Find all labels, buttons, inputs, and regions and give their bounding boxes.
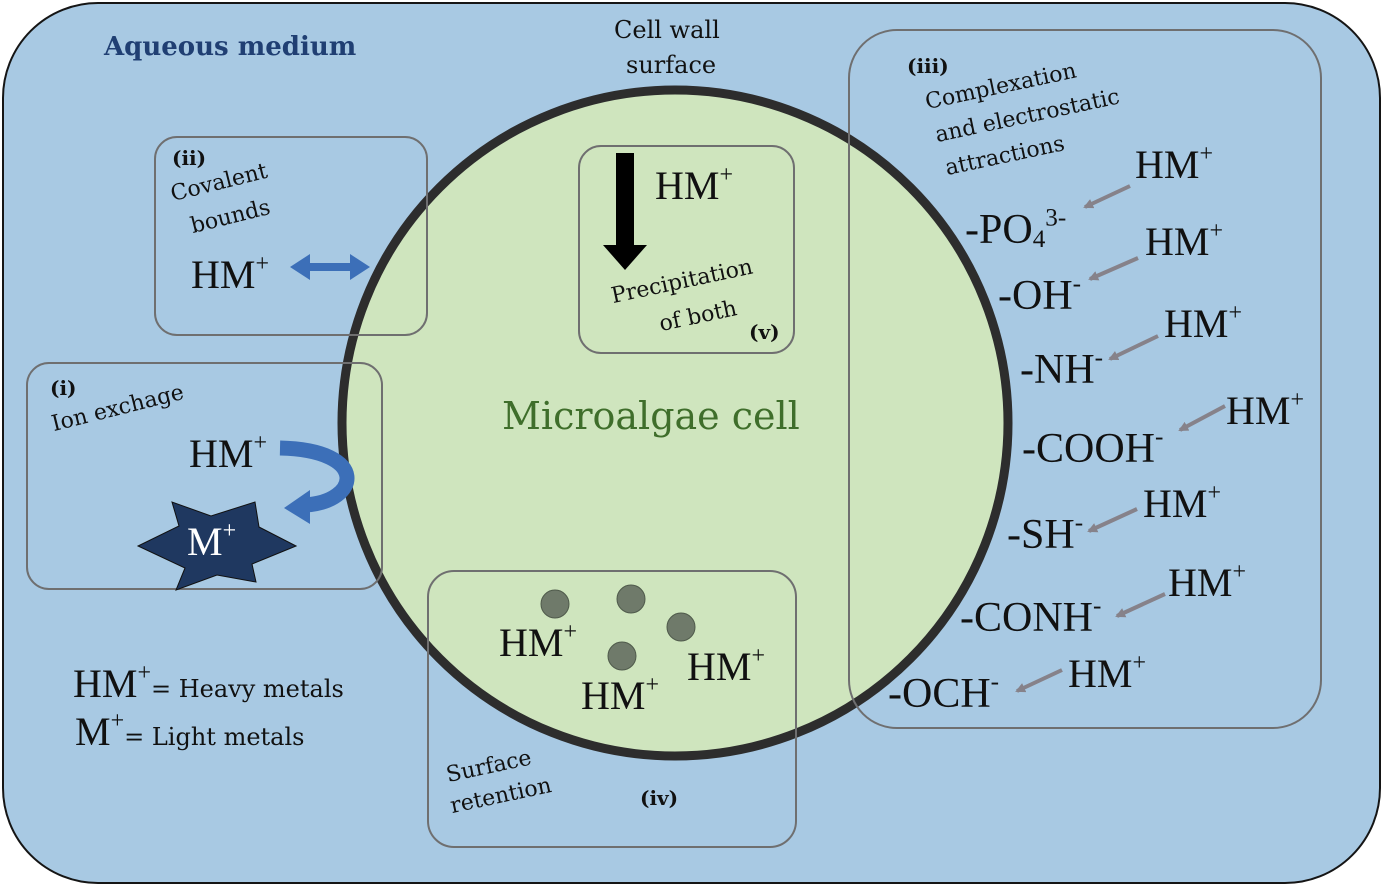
legend-heavy-metals: HM+= Heavy metals bbox=[73, 660, 344, 706]
light-metal-ion: M+ bbox=[187, 518, 237, 564]
retained-metal-dot bbox=[666, 612, 696, 642]
heavy-metal-ion: HM+ bbox=[191, 251, 269, 297]
complexation-box bbox=[848, 29, 1322, 729]
microalgae-cell bbox=[337, 85, 1013, 761]
heavy-metal-ion: HM+ bbox=[1226, 387, 1304, 433]
functional-group: -COOH- bbox=[1022, 423, 1164, 472]
heavy-metal-ion: HM+ bbox=[499, 619, 577, 665]
functional-group: -CONH- bbox=[960, 592, 1102, 641]
attraction-arrow-icon bbox=[1178, 404, 1226, 432]
heavy-metal-ion: HM+ bbox=[189, 430, 267, 476]
retained-metal-dot bbox=[616, 584, 646, 614]
attraction-arrow-icon bbox=[1015, 668, 1063, 693]
functional-group: -OH- bbox=[998, 270, 1082, 319]
surface-retention-roman: (iv) bbox=[640, 786, 679, 810]
attraction-arrow-icon bbox=[1115, 592, 1166, 618]
heavy-metal-ion: HM+ bbox=[581, 672, 659, 718]
down-arrow-icon bbox=[603, 153, 647, 270]
functional-group: -PO43- bbox=[965, 204, 1067, 253]
surface-retention-box bbox=[427, 570, 797, 848]
attraction-arrow-icon bbox=[1088, 256, 1139, 281]
heavy-metal-ion: HM+ bbox=[1164, 300, 1242, 346]
heavy-metal-ion: HM+ bbox=[1068, 650, 1146, 696]
heavy-metal-ion: HM+ bbox=[1168, 559, 1246, 605]
heavy-metal-ion: HM+ bbox=[1135, 141, 1213, 187]
complexation-roman: (iii) bbox=[907, 54, 949, 78]
functional-group: -NH- bbox=[1020, 344, 1104, 393]
attraction-arrow-icon bbox=[1083, 184, 1131, 209]
precipitation-box bbox=[578, 145, 795, 354]
heavy-metal-ion: HM+ bbox=[1143, 480, 1221, 526]
functional-group: -OCH- bbox=[888, 668, 1000, 717]
light-metal-star bbox=[136, 501, 298, 591]
heavy-metal-ion: HM+ bbox=[1145, 218, 1223, 264]
aqueous-medium-label: Aqueous medium bbox=[104, 32, 357, 62]
ion-exchange-box bbox=[26, 362, 383, 590]
retained-metal-dot bbox=[607, 641, 637, 671]
legend-light-metals: M+= Light metals bbox=[75, 708, 305, 754]
covalent-roman: (ii) bbox=[172, 146, 207, 170]
exchange-arrow-icon bbox=[279, 440, 355, 524]
functional-group: -SH- bbox=[1007, 509, 1084, 558]
cell-wall-label-line1: Cell wall bbox=[614, 16, 720, 44]
attraction-arrow-icon bbox=[1108, 334, 1159, 361]
retained-metal-dot bbox=[540, 589, 570, 619]
heavy-metal-ion: HM+ bbox=[655, 162, 733, 208]
heavy-metal-ion: HM+ bbox=[687, 643, 765, 689]
ion-exchange-roman: (i) bbox=[50, 376, 77, 400]
precipitation-roman: (v) bbox=[749, 320, 780, 344]
microalgae-cell-label: Microalgae cell bbox=[502, 394, 800, 438]
double-arrow-icon bbox=[290, 254, 370, 280]
attraction-arrow-icon bbox=[1087, 507, 1138, 533]
cell-wall-label-line2: surface bbox=[626, 51, 717, 79]
covalent-box bbox=[154, 136, 428, 336]
